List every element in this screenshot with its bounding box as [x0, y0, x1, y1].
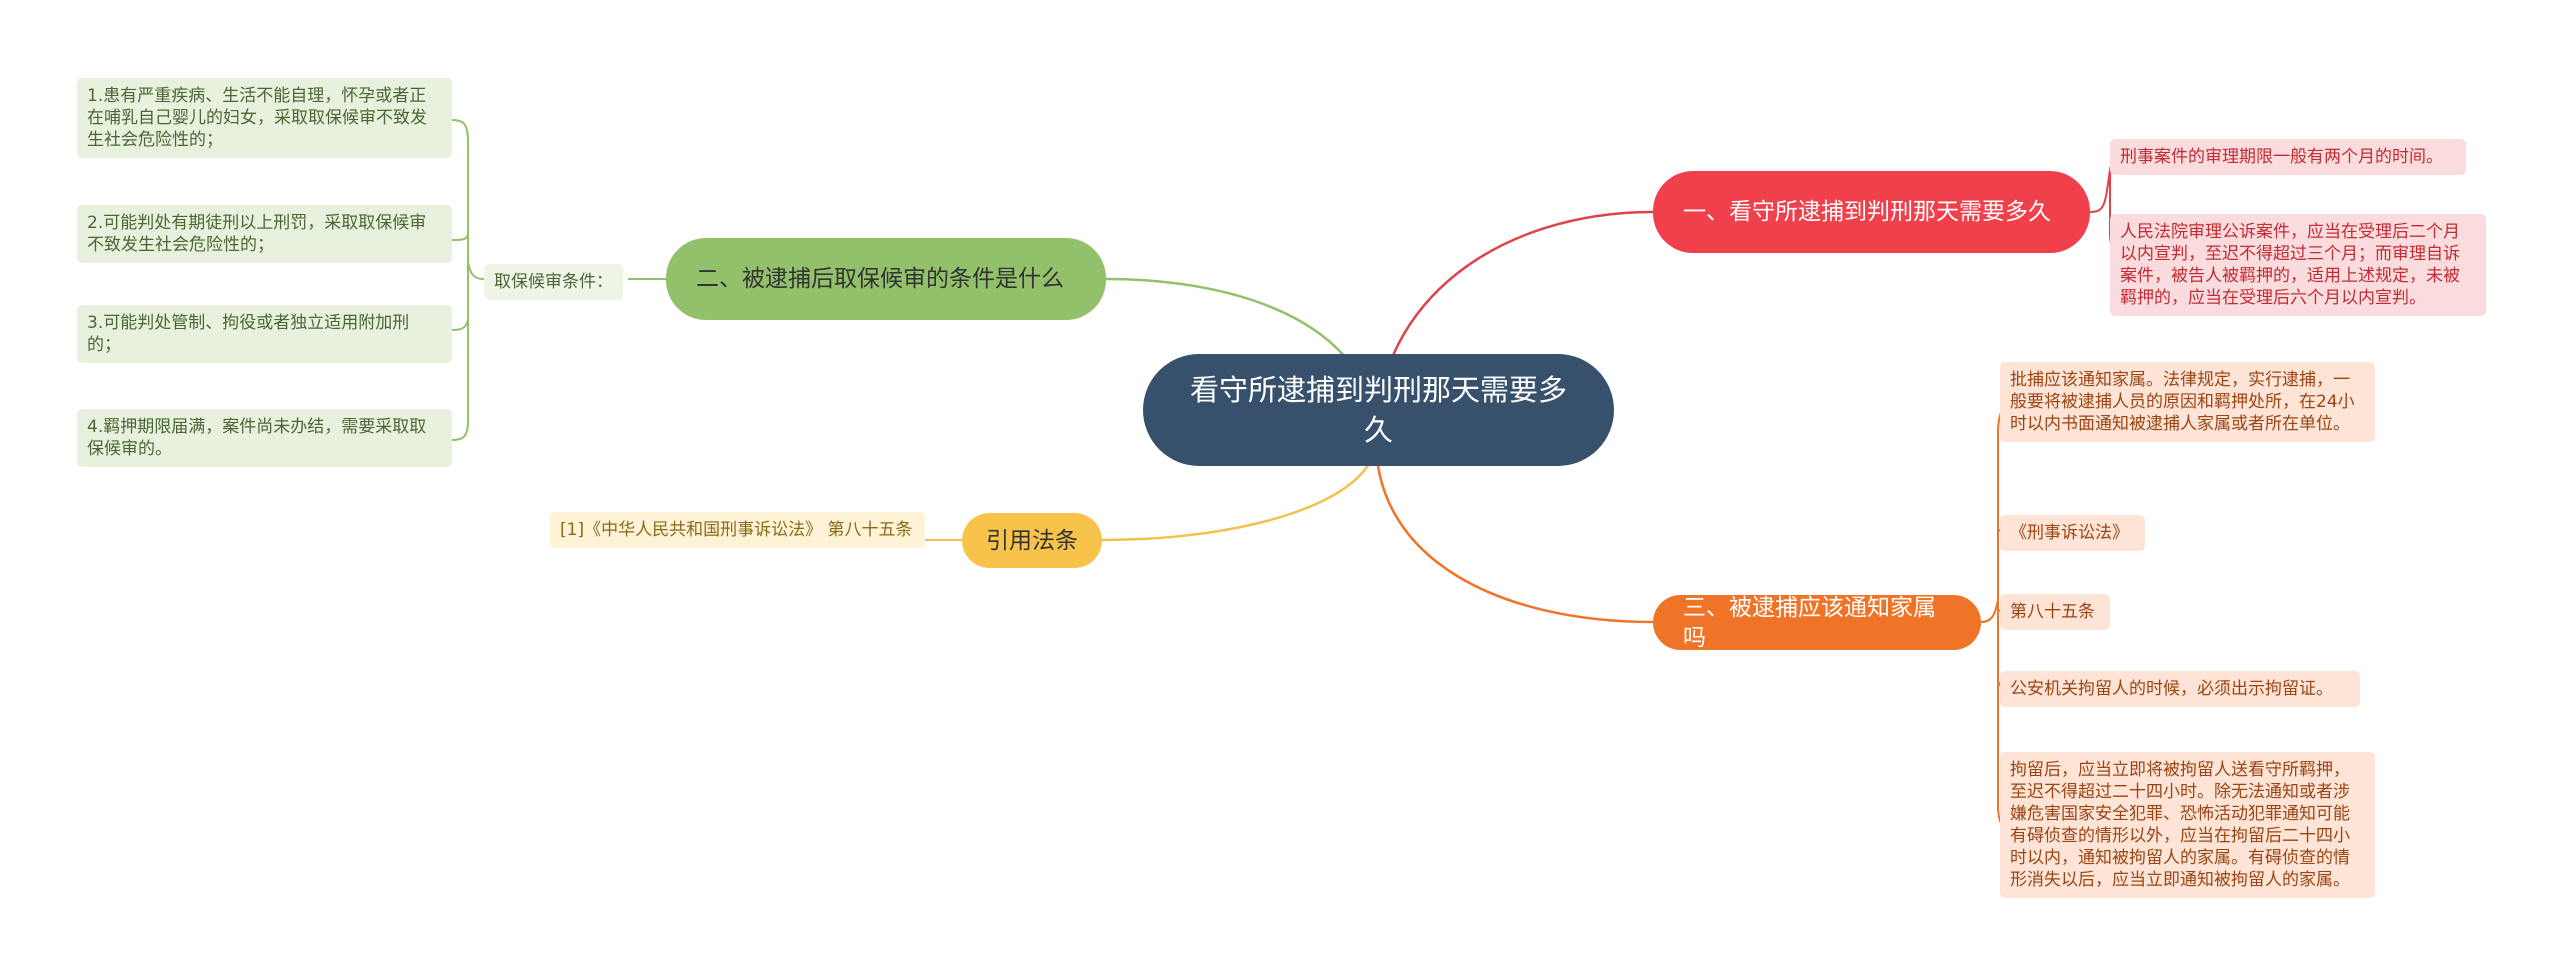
leaf-b2-3[interactable]: 3.可能判处管制、拘役或者独立适用附加刑的；: [77, 305, 452, 363]
leaf-b3-4-text: 公安机关拘留人的时候，必须出示拘留证。: [2010, 679, 2333, 699]
leaf-b3-3[interactable]: 第八十五条: [2000, 594, 2110, 630]
leaf-b2-2-text: 2.可能判处有期徒刑以上刑罚，采取取保候审不致发生社会危险性的；: [87, 213, 427, 255]
leaf-b2-1-text: 1.患有严重疾病、生活不能自理，怀孕或者正在哺乳自己婴儿的妇女，采取取保候审不致…: [87, 86, 427, 150]
leaf-b4-1-text: [1]《中华人民共和国刑事诉讼法》 第八十五条: [560, 520, 913, 540]
root-topic[interactable]: 看守所逮捕到判刑那天需要多久: [1143, 354, 1614, 466]
leaf-b3-3-text: 第八十五条: [2010, 602, 2095, 622]
leaf-b2-4-text: 4.羁押期限届满，案件尚未办结，需要采取取保候审的。: [87, 417, 427, 459]
leaf-b2-4[interactable]: 4.羁押期限届满，案件尚未办结，需要采取取保候审的。: [77, 409, 452, 467]
branch-topic-2-label: 二、被逮捕后取保候审的条件是什么: [696, 266, 1064, 292]
leaf-b3-1-text: 批捕应该通知家属。法律规定，实行逮捕，一般要将被逮捕人员的原因和羁押处所，在24…: [2010, 370, 2355, 434]
leaf-b3-1[interactable]: 批捕应该通知家属。法律规定，实行逮捕，一般要将被逮捕人员的原因和羁押处所，在24…: [2000, 362, 2375, 442]
leaf-b1-2[interactable]: 人民法院审理公诉案件，应当在受理后二个月以内宣判，至迟不得超过三个月；而审理自诉…: [2110, 214, 2486, 316]
leaf-b4-1[interactable]: [1]《中华人民共和国刑事诉讼法》 第八十五条: [550, 512, 925, 548]
link-root-b3: [1374, 439, 1654, 624]
branch-topic-3-label: 三、被逮捕应该通知家属吗: [1683, 594, 1936, 651]
branch-topic-1-label: 一、看守所逮捕到判刑那天需要多久: [1683, 199, 2051, 225]
leaf-b2-2[interactable]: 2.可能判处有期徒刑以上刑罚，采取取保候审不致发生社会危险性的；: [77, 205, 452, 263]
sub-topic-bail-conditions-text: 取保候审条件：: [494, 272, 613, 292]
leaf-b3-2-text: 《刑事诉讼法》: [2010, 523, 2129, 543]
leaf-b3-2[interactable]: 《刑事诉讼法》: [2000, 515, 2145, 551]
sub-topic-bail-conditions[interactable]: 取保候审条件：: [484, 264, 623, 300]
leaf-b2-3-text: 3.可能判处管制、拘役或者独立适用附加刑的；: [87, 313, 410, 355]
branch-topic-1[interactable]: 一、看守所逮捕到判刑那天需要多久: [1653, 171, 2090, 253]
leaf-b1-1[interactable]: 刑事案件的审理期限一般有两个月的时间。: [2110, 139, 2466, 175]
leaf-b3-5-text: 拘留后，应当立即将被拘留人送看守所羁押，至迟不得超过二十四小时。除无法通知或者涉…: [2010, 760, 2350, 890]
leaf-b2-1[interactable]: 1.患有严重疾病、生活不能自理，怀孕或者正在哺乳自己婴儿的妇女，采取取保候审不致…: [77, 78, 452, 158]
leaf-b3-4[interactable]: 公安机关拘留人的时候，必须出示拘留证。: [2000, 671, 2360, 707]
branch-topic-4[interactable]: 引用法条: [962, 513, 1102, 568]
branch-topic-4-label: 引用法条: [986, 527, 1078, 554]
leaf-b1-1-text: 刑事案件的审理期限一般有两个月的时间。: [2120, 147, 2443, 167]
leaf-b1-2-text: 人民法院审理公诉案件，应当在受理后二个月以内宣判，至迟不得超过三个月；而审理自诉…: [2120, 222, 2460, 308]
branch-topic-3[interactable]: 三、被逮捕应该通知家属吗: [1653, 594, 1981, 651]
root-topic-label: 看守所逮捕到判刑那天需要多久: [1189, 373, 1567, 447]
branch-topic-2[interactable]: 二、被逮捕后取保候审的条件是什么: [666, 238, 1106, 320]
leaf-b3-5[interactable]: 拘留后，应当立即将被拘留人送看守所羁押，至迟不得超过二十四小时。除无法通知或者涉…: [2000, 752, 2375, 898]
link-sub-bracket: [451, 119, 485, 441]
